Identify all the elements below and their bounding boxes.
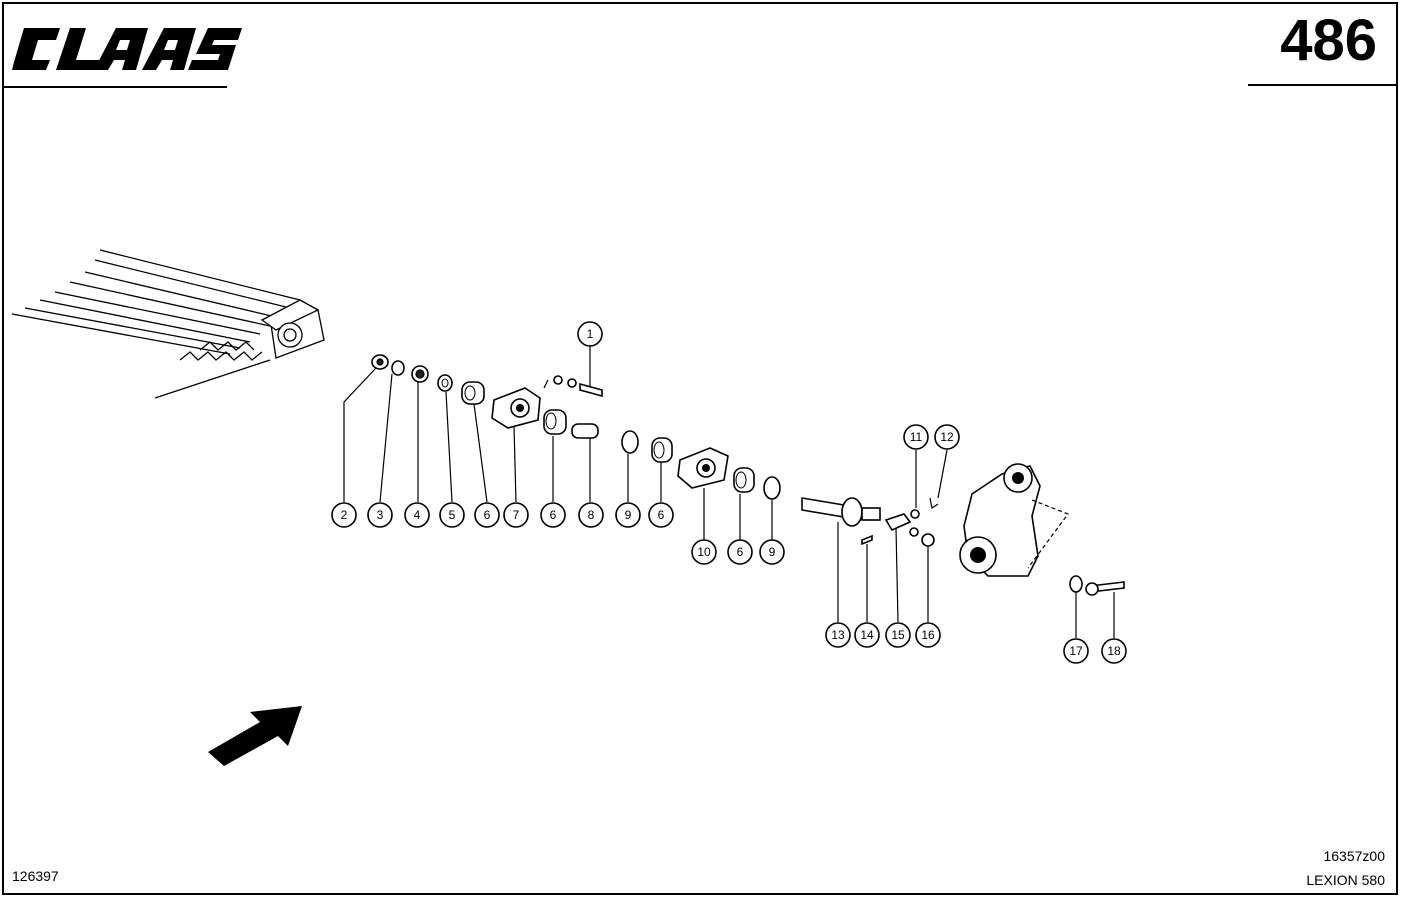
part-spring-pin xyxy=(929,497,939,509)
svg-text:6: 6 xyxy=(658,508,665,522)
callout-5: 5 xyxy=(439,502,465,528)
part-lock-washer xyxy=(391,360,405,376)
svg-text:6: 6 xyxy=(737,545,744,559)
logo-underline xyxy=(2,86,227,88)
model-name: LEXION 580 xyxy=(1306,872,1385,888)
arrow-icon xyxy=(208,706,302,766)
page-number-underline xyxy=(1248,84,1398,86)
part-circlip xyxy=(621,430,639,454)
svg-text:15: 15 xyxy=(891,628,905,642)
callout-17: 17 xyxy=(1063,638,1089,664)
svg-text:14: 14 xyxy=(860,628,874,642)
svg-text:6: 6 xyxy=(550,508,557,522)
svg-text:6: 6 xyxy=(484,508,491,522)
callout-10: 10 xyxy=(691,539,717,565)
svg-text:16: 16 xyxy=(921,628,935,642)
callout-18: 18 xyxy=(1101,638,1127,664)
callout-13: 13 xyxy=(825,622,851,648)
callout-8: 8 xyxy=(578,502,604,528)
callout-7: 7 xyxy=(503,502,529,528)
part-tensioner xyxy=(884,513,912,532)
parts-row xyxy=(371,354,1125,596)
part-washer-2 xyxy=(1069,575,1083,593)
svg-text:12: 12 xyxy=(940,430,954,444)
callout-6a: 6 xyxy=(474,502,500,528)
drawing-code: 16357z00 xyxy=(1323,848,1385,864)
leader-lines xyxy=(343,346,1115,638)
part-bolt-washer xyxy=(553,375,563,385)
part-spring xyxy=(921,533,935,547)
svg-text:3: 3 xyxy=(377,508,384,522)
svg-text:13: 13 xyxy=(831,628,845,642)
callout-6c: 6 xyxy=(648,502,674,528)
svg-text:18: 18 xyxy=(1107,644,1121,658)
callout-4: 4 xyxy=(404,502,430,528)
callout-12: 12 xyxy=(934,424,960,450)
svg-text:8: 8 xyxy=(588,508,595,522)
svg-text:10: 10 xyxy=(697,545,711,559)
svg-text:11: 11 xyxy=(910,430,923,444)
callout-6b: 6 xyxy=(540,502,566,528)
callout-14: 14 xyxy=(854,622,880,648)
callout-11: 11 xyxy=(903,424,929,450)
svg-text:9: 9 xyxy=(625,508,632,522)
svg-text:4: 4 xyxy=(414,508,421,522)
auger-assembly-drawing xyxy=(11,249,325,399)
callout-6d: 6 xyxy=(727,539,753,565)
svg-text:7: 7 xyxy=(513,508,520,522)
callout-2: 2 xyxy=(331,502,357,528)
callout-9a: 9 xyxy=(615,502,641,528)
claas-logo xyxy=(12,28,242,70)
callout-1: 1 xyxy=(577,321,603,347)
part-small-washer xyxy=(910,509,920,519)
page-number: 486 xyxy=(1280,8,1377,73)
callout-16: 16 xyxy=(915,622,941,648)
svg-text:1: 1 xyxy=(587,327,594,341)
image-number: 126397 xyxy=(12,868,59,884)
svg-text:5: 5 xyxy=(449,508,456,522)
svg-text:17: 17 xyxy=(1069,644,1083,658)
callout-3: 3 xyxy=(367,502,393,528)
part-screw xyxy=(861,534,873,546)
svg-text:9: 9 xyxy=(769,545,776,559)
part-sleeve xyxy=(571,423,599,439)
part-bolt xyxy=(579,382,603,398)
callout-9b: 9 xyxy=(759,539,785,565)
part-circlip-2 xyxy=(763,476,781,500)
callout-15: 15 xyxy=(885,622,911,648)
svg-text:2: 2 xyxy=(341,508,348,522)
